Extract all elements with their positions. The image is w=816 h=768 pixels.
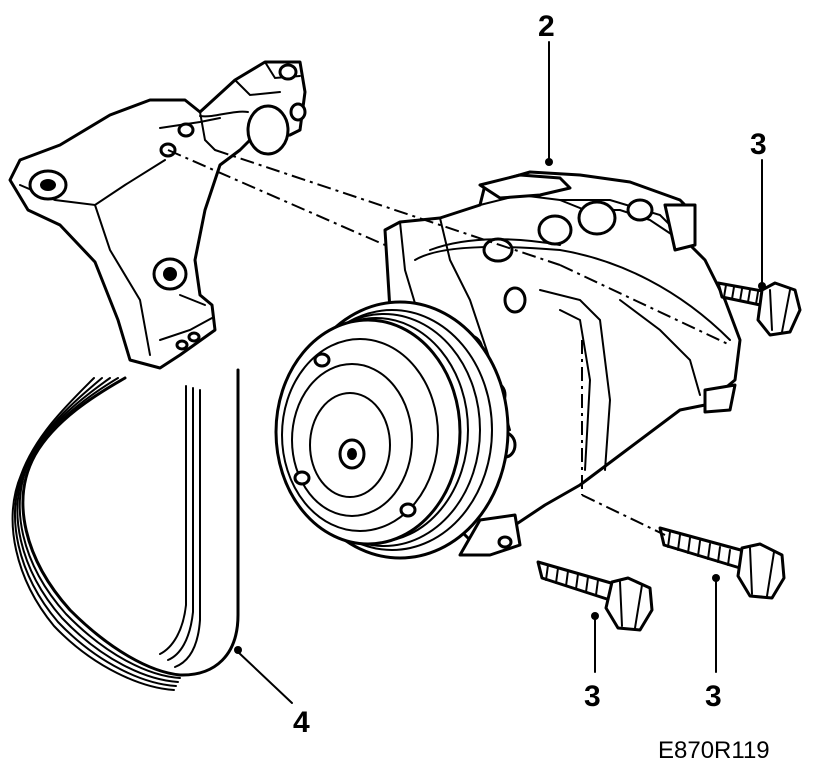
callout-bolt-right-top: 3 xyxy=(750,128,767,161)
callout-belt: 4 xyxy=(293,706,310,739)
bolt-bottom-left xyxy=(536,560,654,632)
bolt-right-top xyxy=(716,281,802,337)
alignment-lines xyxy=(167,149,731,536)
mounting-bracket xyxy=(8,60,307,370)
clutch-pulley xyxy=(274,300,510,560)
callout-bolt-bottom-right: 3 xyxy=(705,680,722,713)
reference-code: E870R119 xyxy=(658,737,770,764)
drive-belt xyxy=(11,368,240,691)
leader-lines xyxy=(234,41,766,704)
bolt-bottom-right xyxy=(658,526,786,600)
callout-bolt-bottom-left: 3 xyxy=(584,680,601,713)
callout-compressor: 2 xyxy=(538,10,555,43)
